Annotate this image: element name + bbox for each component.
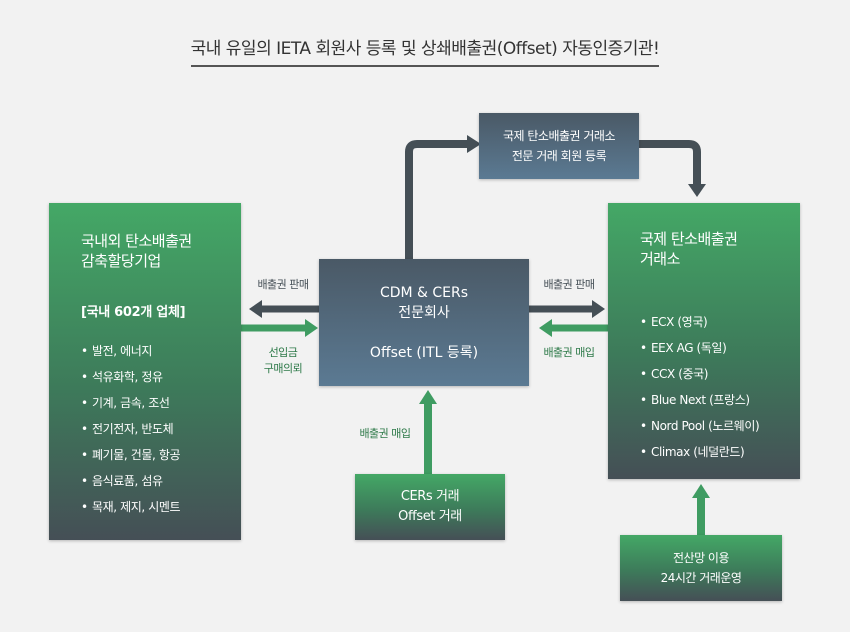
right-heading-2: 거래소 — [640, 250, 680, 268]
label-right-sell: 배출권 판매 — [543, 278, 595, 291]
page-title-text: 국내 유일의 IETA 회원사 등록 및 상쇄배출권(Offset) 자동인증기… — [190, 34, 660, 67]
arrowhead-br — [692, 484, 710, 498]
list-item: Nord Pool (노르웨이) — [640, 413, 800, 439]
br-line-1: 전산망 이용 — [672, 551, 730, 565]
label-left-buy-2: 구매의뢰 — [263, 362, 303, 375]
list-item: 목재, 제지, 시멘트 — [81, 494, 241, 520]
industry-list: 발전, 에너지 석유화학, 정유 기계, 금속, 조선 전기전자, 반도체 폐기… — [81, 338, 241, 520]
page-title: 국내 유일의 IETA 회원사 등록 및 상쇄배출권(Offset) 자동인증기… — [0, 34, 850, 67]
arrowhead-right-sell — [592, 300, 605, 318]
center-line-3: Offset (ITL 등록) — [369, 344, 479, 361]
list-item: 석유화학, 정유 — [81, 364, 241, 390]
right-heading-1: 국제 탄소배출권 — [640, 230, 738, 248]
arrowhead-left-sell — [249, 300, 262, 318]
center-company-box: CDM & CERs 전문회사 Offset (ITL 등록) — [319, 259, 529, 386]
label-bottom-buy: 배출권 매입 — [359, 427, 411, 440]
arrowhead-left-buy — [305, 319, 318, 337]
domestic-companies-box: 국내외 탄소배출권 감축할당기업 [국내 602개 업체] 발전, 에너지 석유… — [49, 203, 241, 540]
list-item: ECX (영국) — [640, 309, 800, 335]
label-right-buy: 배출권 매입 — [543, 346, 595, 359]
bottom-line-2: Offset 거래 — [398, 509, 462, 524]
left-heading-1: 국내외 탄소배출권 — [81, 232, 192, 250]
list-item: Blue Next (프랑스) — [640, 387, 800, 413]
top-line-2: 전문 거래 회원 등록 — [511, 149, 607, 163]
cers-trading-box: CERs 거래 Offset 거래 — [355, 474, 505, 540]
arrow-top-to-right — [639, 140, 701, 184]
intl-exchange-box: 국제 탄소배출권 거래소 ECX (영국) EEX AG (독일) CCX (중… — [608, 203, 800, 479]
top-line-1: 국제 탄소배출권 거래소 — [502, 129, 616, 143]
list-item: 기계, 금속, 조선 — [81, 390, 241, 416]
label-left-buy-1: 선입금 — [268, 346, 298, 359]
center-line-2: 전문회사 — [398, 304, 450, 321]
list-item: 발전, 에너지 — [81, 338, 241, 364]
list-item: CCX (중국) — [640, 361, 800, 387]
bottom-line-1: CERs 거래 — [400, 489, 460, 504]
network-trading-box: 전산망 이용 24시간 거래운영 — [620, 535, 782, 601]
label-left-sell: 배출권 판매 — [257, 278, 309, 291]
arrowhead-right-box — [688, 184, 706, 197]
left-subheading: [국내 602개 업체] — [81, 305, 186, 320]
exchange-list: ECX (영국) EEX AG (독일) CCX (중국) Blue Next … — [640, 309, 800, 465]
br-line-2: 24시간 거래운영 — [660, 571, 742, 585]
list-item: 음식료품, 섬유 — [81, 468, 241, 494]
list-item: 전기전자, 반도체 — [81, 416, 241, 442]
list-item: 폐기물, 건물, 항공 — [81, 442, 241, 468]
left-heading-2: 감축할당기업 — [81, 252, 161, 270]
arrowhead-bottom-buy — [419, 390, 437, 404]
list-item: Climax (네덜란드) — [640, 439, 800, 465]
label-left-buy: 선입금 구매의뢰 — [250, 345, 316, 377]
arrowhead-right-buy — [539, 319, 552, 337]
exchange-membership-box: 국제 탄소배출권 거래소 전문 거래 회원 등록 — [479, 113, 639, 179]
list-item: EEX AG (독일) — [640, 335, 800, 361]
arrow-center-to-top — [405, 140, 469, 259]
center-line-1: CDM & CERs — [379, 284, 469, 301]
arrowhead-top-box — [467, 135, 481, 153]
